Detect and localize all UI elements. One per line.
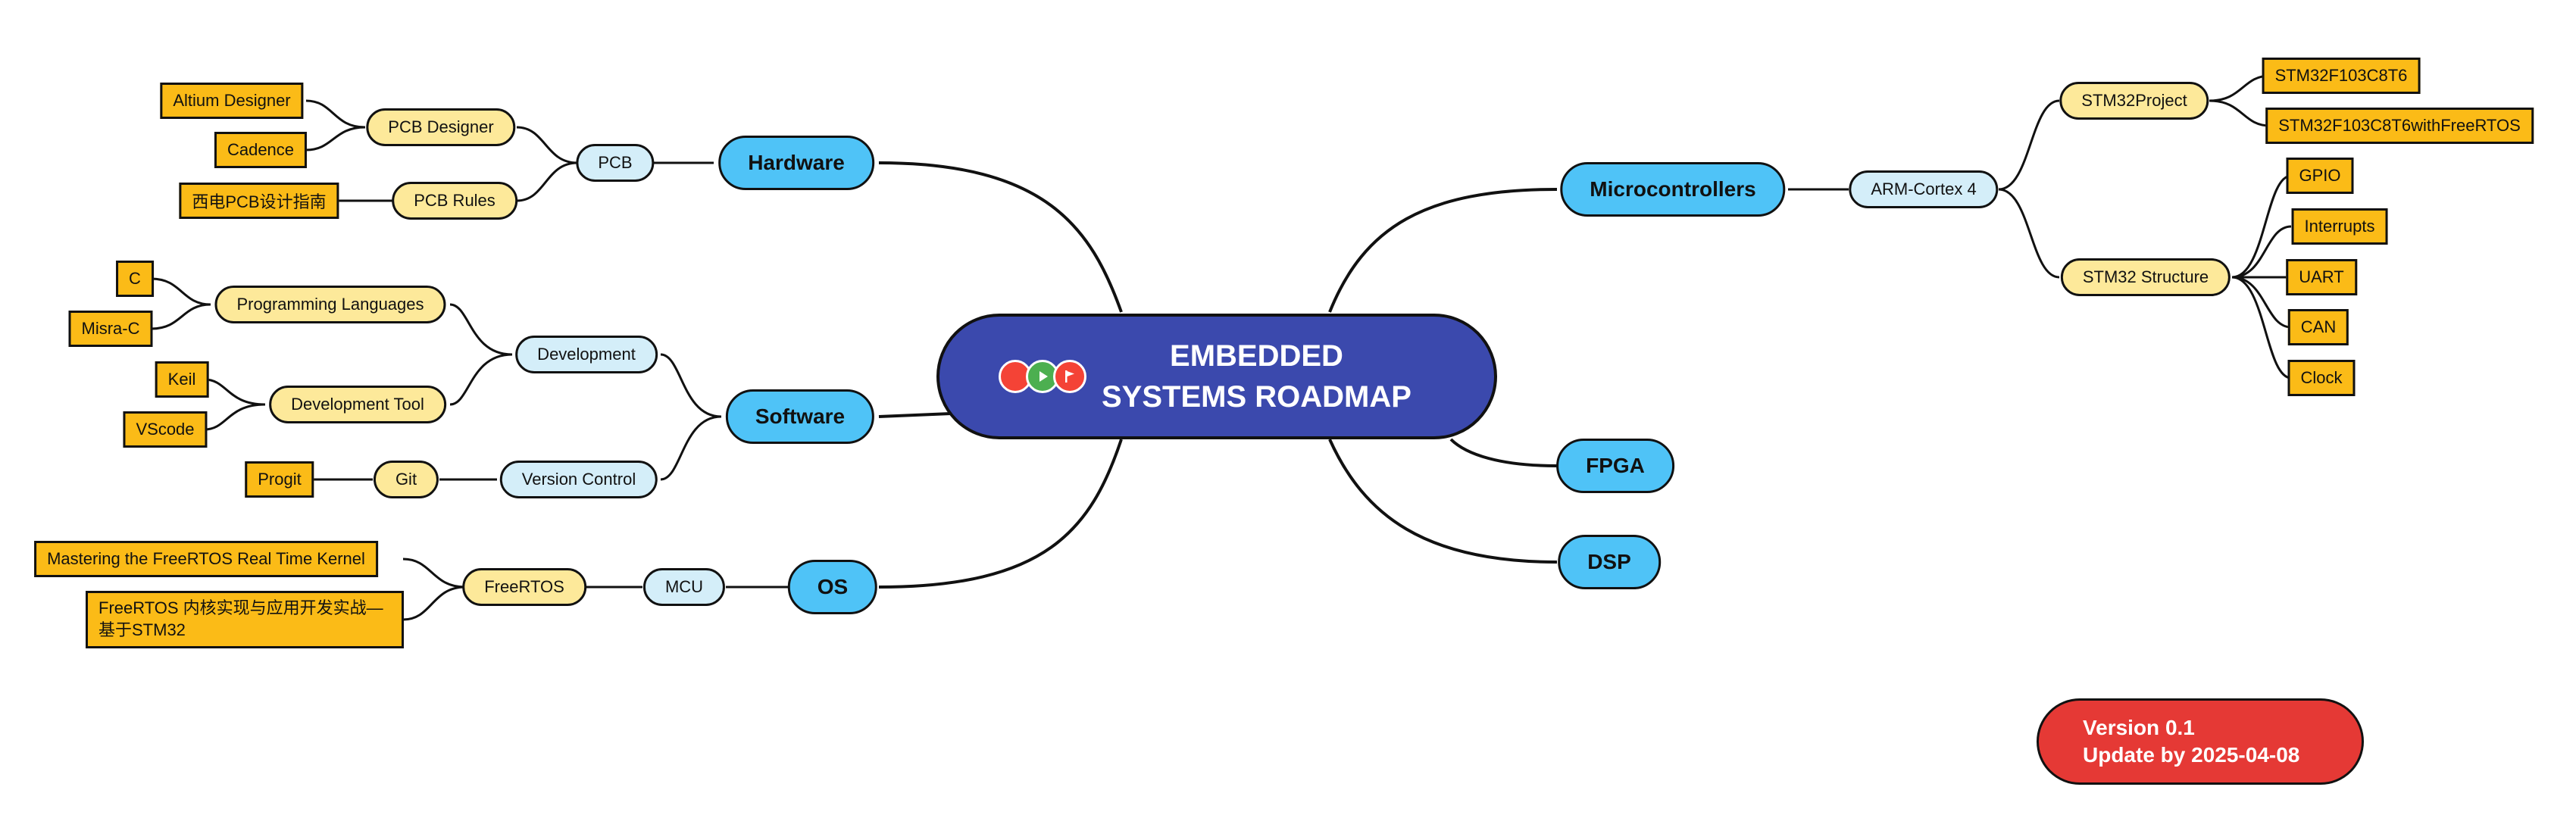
- node-arm-cortex[interactable]: ARM-Cortex 4: [1849, 170, 1999, 208]
- node-stm32-project[interactable]: STM32Project: [2059, 82, 2209, 120]
- branch-microcontrollers[interactable]: Microcontrollers: [1560, 162, 1786, 217]
- leaf-interrupts[interactable]: Interrupts: [2291, 208, 2388, 245]
- leaf-progit[interactable]: Progit: [245, 461, 314, 498]
- leaf-altium-designer[interactable]: Altium Designer: [160, 83, 304, 119]
- central-title-line2: SYSTEMS ROADMAP: [1102, 380, 1411, 414]
- leaf-can[interactable]: CAN: [2287, 309, 2349, 345]
- branch-os[interactable]: OS: [787, 560, 878, 614]
- leaf-clock[interactable]: Clock: [2287, 360, 2356, 396]
- node-pcb[interactable]: PCB: [576, 144, 655, 182]
- version-badge: Version 0.1 Update by 2025-04-08: [2037, 698, 2364, 785]
- branch-hardware[interactable]: Hardware: [718, 136, 874, 190]
- node-git[interactable]: Git: [373, 461, 439, 498]
- leaf-misra-c[interactable]: Misra-C: [68, 311, 153, 347]
- update-date-label: Update by 2025-04-08: [2083, 743, 2300, 767]
- leaf-uart[interactable]: UART: [2286, 259, 2357, 295]
- central-icons: [999, 360, 1086, 393]
- leaf-c[interactable]: C: [116, 261, 154, 297]
- leaf-vscode[interactable]: VScode: [123, 411, 208, 448]
- node-pcb-rules[interactable]: PCB Rules: [392, 182, 517, 220]
- flag-icon: [1053, 360, 1086, 393]
- branch-fpga[interactable]: FPGA: [1556, 439, 1674, 493]
- leaf-pcb-guide[interactable]: 西电PCB设计指南: [179, 183, 339, 219]
- node-development[interactable]: Development: [515, 336, 658, 373]
- node-pcb-designer[interactable]: PCB Designer: [366, 108, 516, 146]
- node-freertos[interactable]: FreeRTOS: [462, 568, 586, 606]
- branch-dsp[interactable]: DSP: [1558, 535, 1661, 589]
- leaf-book-kernel[interactable]: Mastering the FreeRTOS Real Time Kernel: [34, 541, 378, 577]
- node-development-tool[interactable]: Development Tool: [269, 386, 446, 423]
- version-label: Version 0.1: [2083, 715, 2195, 739]
- central-title-line1: EMBEDDED: [1170, 339, 1343, 373]
- leaf-gpio[interactable]: GPIO: [2286, 158, 2354, 194]
- central-node[interactable]: EMBEDDED SYSTEMS ROADMAP: [936, 314, 1497, 439]
- node-stm32-structure[interactable]: STM32 Structure: [2060, 258, 2231, 296]
- leaf-stm32f103c8t6[interactable]: STM32F103C8T6: [2262, 58, 2421, 94]
- node-programming-languages[interactable]: Programming Languages: [214, 286, 446, 323]
- leaf-stm32f103c8t6-freertos[interactable]: STM32F103C8T6withFreeRTOS: [2265, 108, 2534, 144]
- branch-software[interactable]: Software: [725, 389, 875, 444]
- node-version-control[interactable]: Version Control: [499, 461, 658, 498]
- leaf-cadence[interactable]: Cadence: [214, 132, 308, 168]
- node-mcu[interactable]: MCU: [642, 568, 726, 606]
- leaf-keil[interactable]: Keil: [155, 361, 209, 398]
- leaf-book-cn[interactable]: FreeRTOS 内核实现与应用开发实战—基于STM32: [86, 591, 404, 648]
